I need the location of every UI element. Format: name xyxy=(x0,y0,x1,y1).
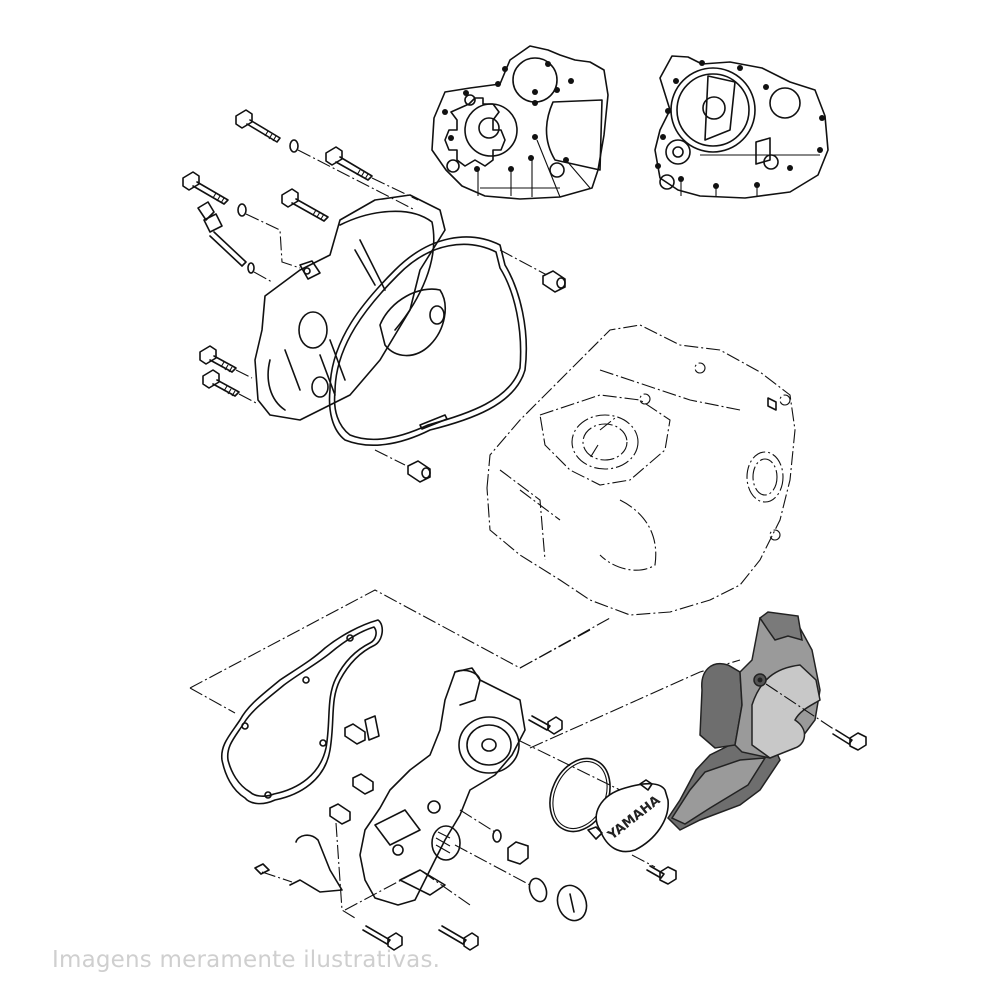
assembly-lines xyxy=(189,589,741,919)
sprocket-cover xyxy=(667,611,867,831)
crankcase-bolt-pattern-left xyxy=(431,45,609,200)
disclaimer-caption: Imagens meramente ilustrativas. xyxy=(52,947,441,973)
crankcase xyxy=(486,324,796,616)
generator-cover xyxy=(359,667,526,906)
sensor-unit xyxy=(197,201,255,274)
generator-cover-bolts-dowels xyxy=(254,715,588,951)
crankcase-bolt-pattern-right xyxy=(654,55,829,199)
yamaha-cap-cover: YAMAHA xyxy=(587,779,677,885)
generator-cover-gasket xyxy=(220,619,384,805)
bolts-upper-left xyxy=(182,109,419,405)
clutch-cover-gasket xyxy=(328,236,561,466)
clutch-cover xyxy=(254,194,446,421)
dowel-pins-upper xyxy=(407,270,566,483)
